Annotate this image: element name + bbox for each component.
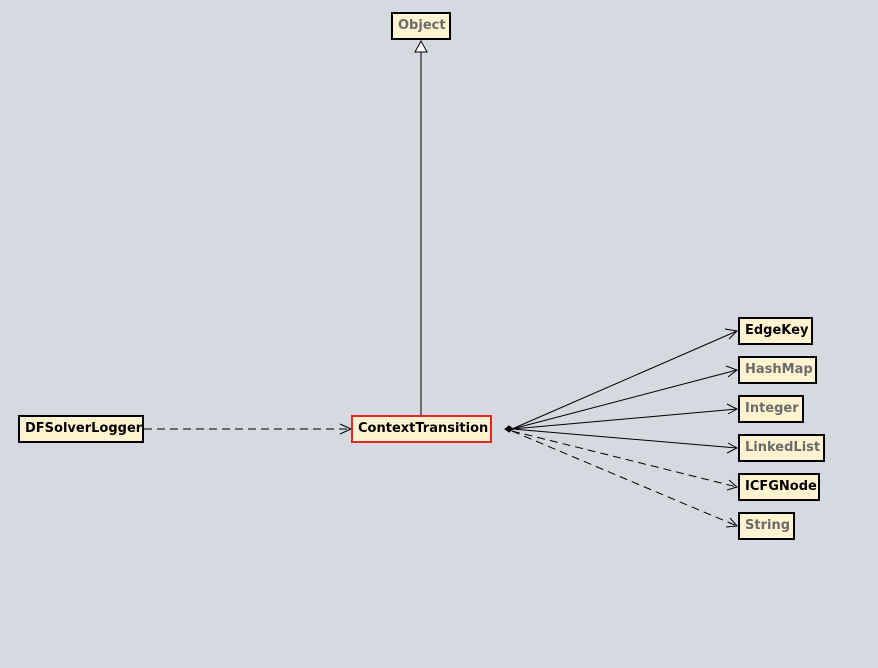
class-node-linked-list[interactable]: LinkedList: [738, 434, 825, 462]
edge-edgekey: [511, 330, 738, 430]
edge-integer: [511, 408, 738, 430]
class-node-context-transition[interactable]: ContextTransition: [351, 415, 492, 443]
class-node-dfsolver-logger[interactable]: DFSolverLogger: [18, 415, 144, 443]
class-node-string[interactable]: String: [738, 512, 795, 540]
class-node-edge-key[interactable]: EdgeKey: [738, 317, 813, 345]
generalization-arrowhead: [414, 39, 428, 53]
class-node-icfg-node[interactable]: ICFGNode: [738, 473, 820, 501]
integer-arrowhead: [726, 403, 739, 415]
icfgnode-arrowhead: [726, 479, 739, 491]
linkedlist-arrowhead: [726, 442, 739, 454]
edge-hashmap: [511, 369, 738, 430]
edge-linkedlist: [511, 428, 738, 449]
edgekey-arrowhead: [724, 328, 739, 340]
hashmap-arrowhead: [725, 365, 739, 378]
aggregation-diamond: [504, 425, 514, 433]
class-node-object[interactable]: Object: [391, 12, 451, 40]
edge-string: [511, 430, 738, 527]
string-arrowhead: [725, 517, 739, 528]
class-node-integer[interactable]: Integer: [738, 395, 804, 423]
class-node-hash-map[interactable]: HashMap: [738, 356, 817, 384]
